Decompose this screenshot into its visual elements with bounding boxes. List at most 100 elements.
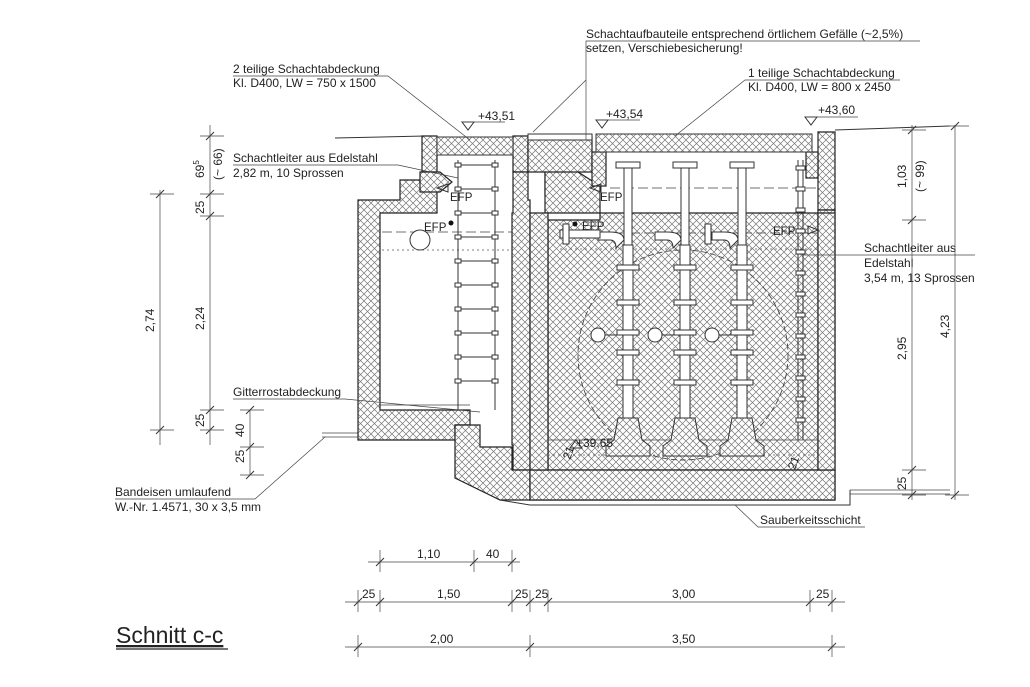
rung-bolt — [491, 378, 499, 384]
rung-bolt — [491, 282, 499, 288]
rung-bolt — [454, 282, 462, 288]
callout-blinding-layer: Sauberkeitsschicht — [760, 513, 861, 527]
rung-bolt — [454, 330, 462, 336]
valve-handwheel — [590, 327, 606, 343]
drawing-title: Schnitt c-c — [116, 622, 223, 648]
callout-ladder-left-2: 2,82 m, 10 Sprossen — [233, 166, 344, 180]
right-chimney-right — [817, 131, 836, 211]
column-flange — [730, 264, 754, 271]
rung-bolt — [454, 186, 462, 192]
dim-69: 695 — [192, 160, 207, 178]
dim-25c: 25 — [233, 449, 247, 463]
efp-5: EFP — [773, 226, 796, 238]
dim-295: 2,95 — [895, 336, 909, 360]
rung-bolt — [454, 258, 462, 264]
dim-b-25a: 25 — [362, 587, 376, 601]
ladder-rung — [795, 354, 806, 360]
riser-pipe — [623, 164, 633, 246]
dim-b-150: 1,50 — [437, 587, 461, 601]
blinding-layer-line — [499, 490, 851, 506]
ladder-rung — [795, 375, 806, 381]
callout-band-iron-1: Bandeisen umlaufend — [115, 485, 231, 499]
pump-body — [662, 417, 708, 457]
rung-bolt — [454, 210, 462, 216]
level-pit-bottom: +39,65 — [576, 436, 613, 450]
left-chimney-left — [421, 135, 438, 173]
callout-grating-cover-1: 2 teilige Schachtabdeckung — [233, 62, 380, 76]
dim-423: 4,23 — [938, 314, 952, 338]
efp-1: EFP — [450, 192, 473, 204]
callout-grating-cover-2: Kl. D400, LW = 750 x 1500 — [233, 76, 376, 90]
rung-bolt — [491, 330, 499, 336]
column-flange — [730, 299, 754, 306]
rung-bolt — [454, 162, 462, 168]
pump-assembly — [409, 161, 789, 461]
efp-markers: EFP EFP EFP EFP EFP — [424, 183, 820, 238]
rung-bolt — [491, 186, 499, 192]
pump-body — [605, 417, 651, 457]
sump-circle — [577, 249, 789, 461]
dim-25-right: 25 — [895, 476, 909, 490]
rung-bolt — [491, 354, 499, 360]
callout-slope-note-2: setzen, Verschiebesicherung! — [586, 41, 743, 55]
dim-b-40: 40 — [486, 547, 500, 561]
outlet-pipe — [559, 229, 601, 239]
callout-band-iron-2: W.-Nr. 1.4571, 30 x 3,5 mm — [115, 500, 261, 514]
dim-66: (~ 66) — [211, 148, 225, 180]
pipe-bend — [711, 231, 739, 250]
callout-ladder-right-3: 3,54 m, 13 Sprossen — [864, 271, 975, 285]
pump-body — [719, 417, 765, 457]
dim-b-350: 3,50 — [672, 632, 696, 646]
right-cover-ring-right — [805, 151, 819, 179]
valve-handwheel — [647, 327, 663, 343]
callouts: 2 teilige Schachtabdeckung Kl. D400, LW … — [115, 27, 975, 528]
level-markers: +43,51 +43,54 +43,60 +39,65 — [461, 103, 858, 450]
left-cone — [419, 171, 453, 193]
dim-b-110: 1,10 — [417, 547, 441, 561]
right-inner-wall-right — [817, 212, 836, 471]
callout-ladder-right-1: Schachtleiter aus — [864, 241, 956, 255]
ladder-rung — [795, 207, 806, 213]
callout-ladder-right-2: Edelstahl — [864, 256, 913, 270]
column-flange — [673, 329, 697, 336]
right-cover-ring-left — [591, 151, 607, 187]
pump-unit — [704, 161, 765, 457]
right-cone-left — [544, 171, 601, 214]
rung-bolt — [454, 354, 462, 360]
efp-3: EFP — [600, 192, 623, 204]
rung-bolt — [454, 378, 462, 384]
column-flange — [673, 379, 697, 386]
rung-bolt — [454, 234, 462, 240]
left-dimensions: 695 (~ 66) 25 2,74 2,24 25 40 25 — [143, 125, 264, 480]
valve-handwheel — [704, 327, 720, 343]
ladder-rung — [795, 270, 806, 276]
partition-wall — [511, 171, 531, 471]
side-mark-21b: 21 — [787, 455, 803, 471]
level-middle: +43,54 — [606, 107, 643, 121]
column-flange — [616, 379, 640, 386]
left-cover-plate — [436, 136, 514, 156]
right-inner-wall-left — [529, 212, 549, 471]
ladder-rung — [795, 165, 806, 171]
dim-40: 40 — [233, 423, 247, 437]
dim-25b: 25 — [193, 413, 207, 427]
middle-cover-slab — [527, 133, 593, 141]
level-left: +43,51 — [478, 109, 515, 123]
dim-25a: 25 — [193, 200, 207, 214]
callout-cover-1part-2: Kl. D400, LW = 800 x 2450 — [748, 80, 891, 94]
level-right: +43,60 — [818, 103, 855, 117]
left-outer-wall — [357, 171, 471, 441]
column-flange — [616, 349, 640, 356]
efp-4: EFP — [582, 221, 605, 233]
ladder-rung — [795, 396, 806, 402]
pipe-bend — [654, 231, 682, 250]
dim-224: 2,24 — [193, 306, 207, 330]
column-flange — [730, 379, 754, 386]
dim-99: (~ 99) — [913, 160, 927, 192]
right-bottom-slab — [529, 469, 836, 501]
bottom-dimensions: 1,10 40 25 1,50 25 25 3,00 25 2,00 3,50 — [345, 547, 845, 657]
side-mark-21a: 21 — [562, 445, 578, 461]
callout-ladder-left-1: Schachtleiter aus Edelstahl — [233, 151, 378, 165]
rung-bolt — [454, 306, 462, 312]
